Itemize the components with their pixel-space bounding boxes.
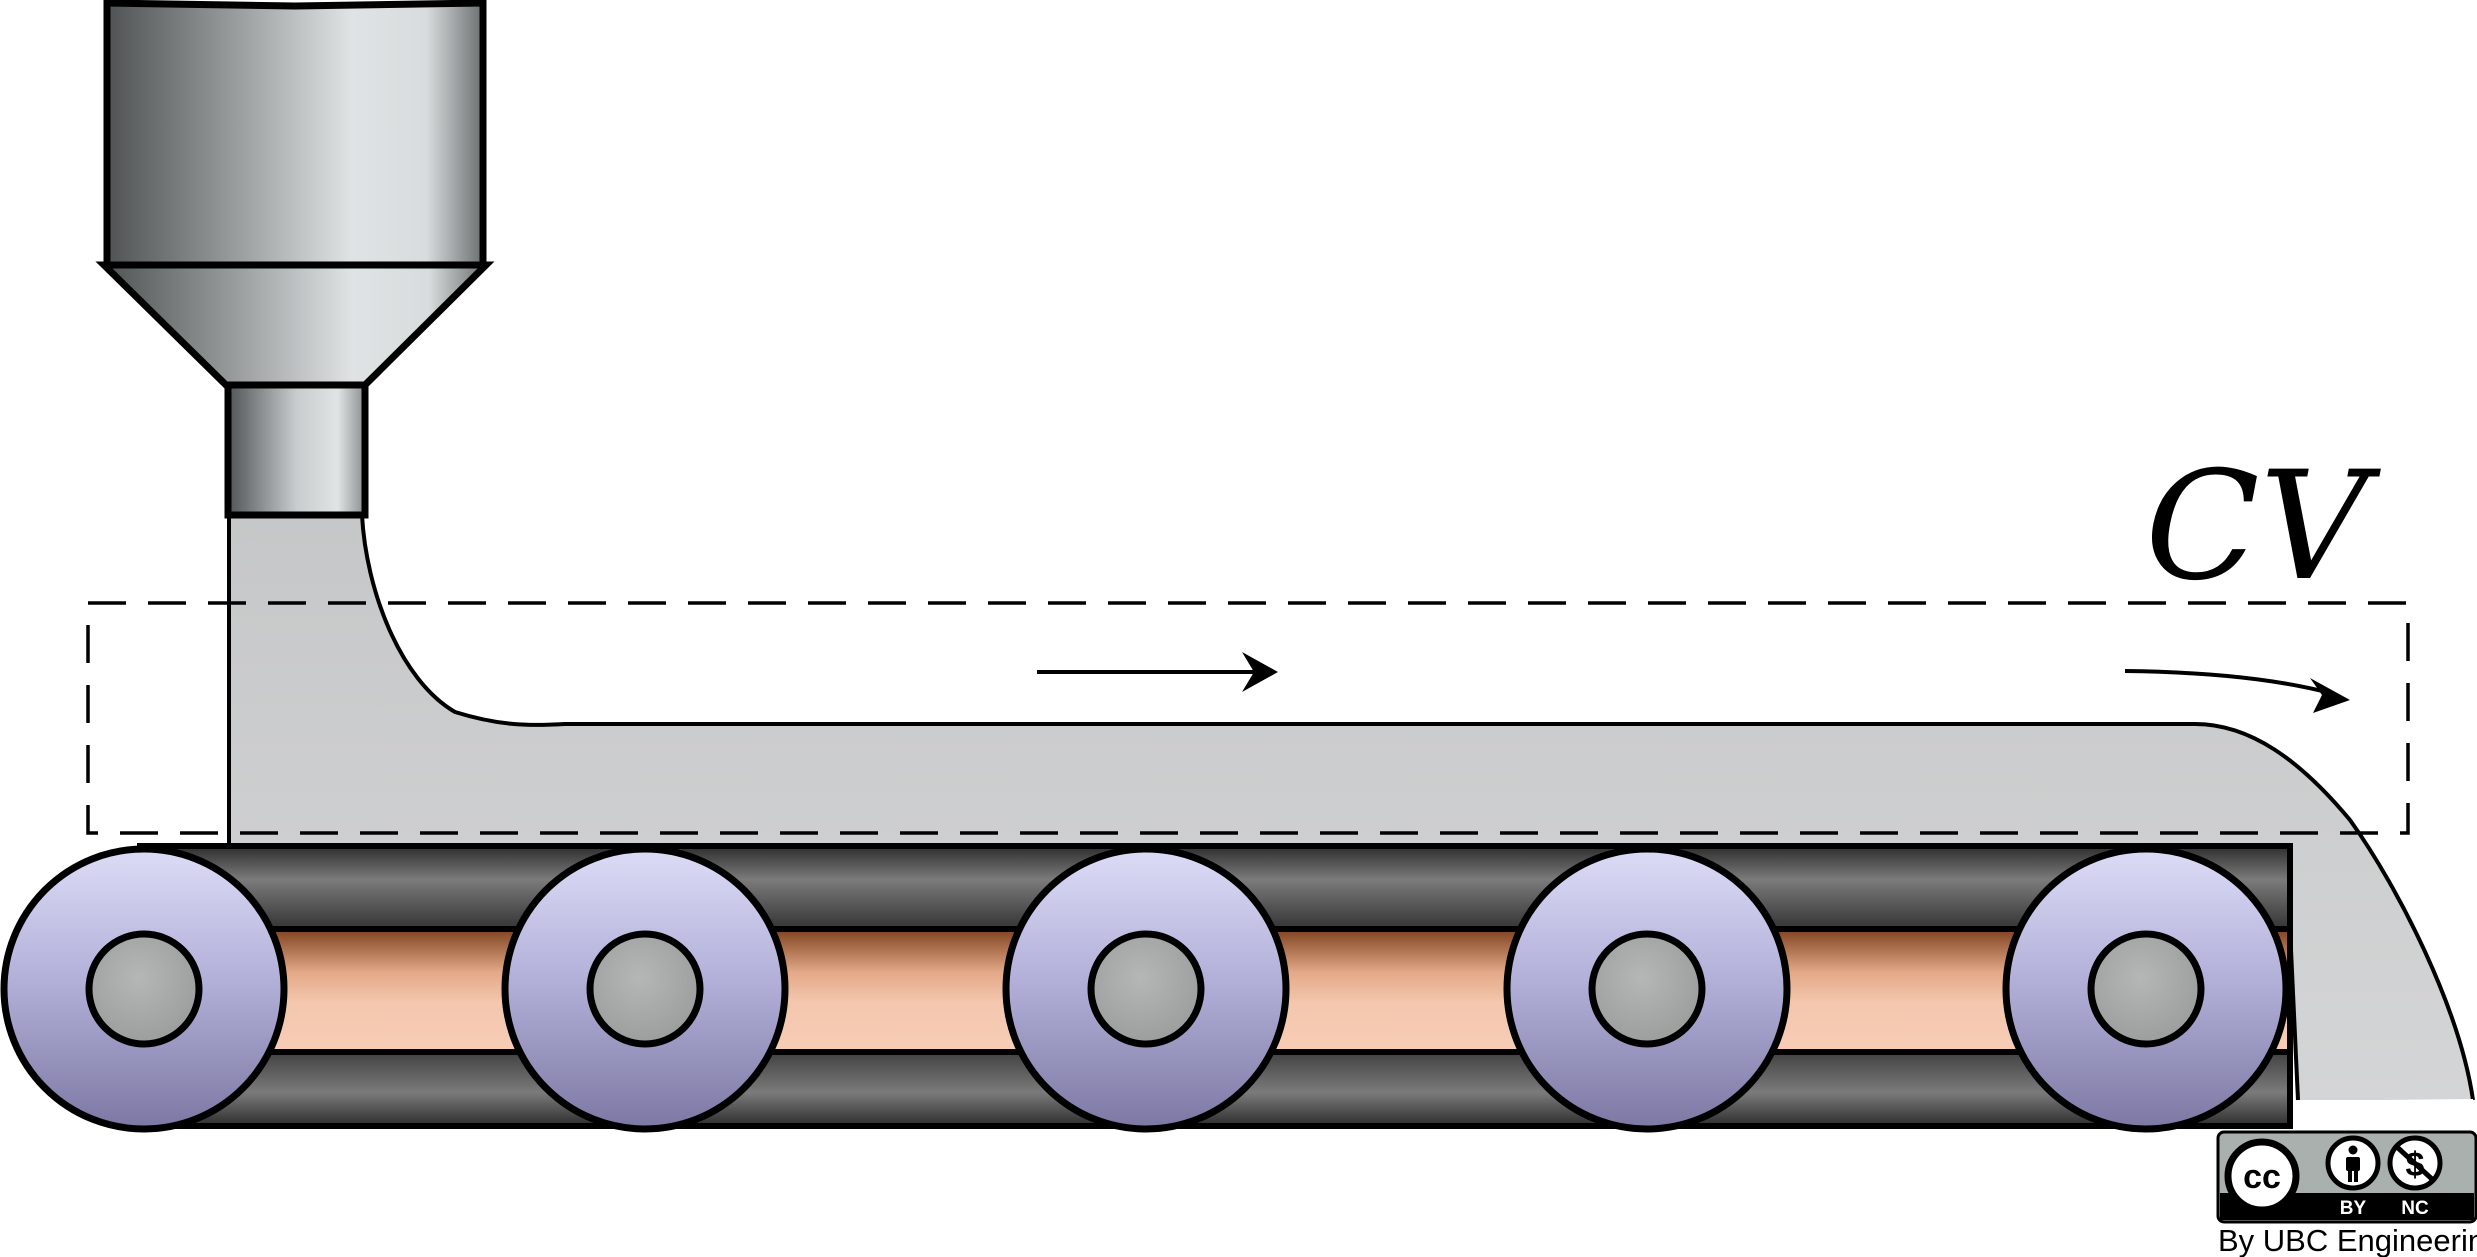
arrow-right-icon [1037, 652, 1278, 692]
roller-group [0, 845, 2290, 1133]
roller-hub [85, 930, 203, 1048]
hopper-body [103, 0, 487, 269]
roller-4 [1503, 845, 1791, 1133]
roller-1 [0, 845, 288, 1133]
hopper-neck [224, 381, 369, 519]
roller-2 [501, 845, 789, 1133]
license-nc-label: NC [2401, 1198, 2429, 1219]
roller-5 [2002, 845, 2290, 1133]
material-edge-bottom [2297, 1099, 2474, 1103]
roller-hub [1087, 930, 1205, 1048]
license-badge: cc $ BY NC By UBC Engineering [2216, 1130, 2477, 1257]
curved-arrow-right-icon [2124, 669, 2350, 713]
control-volume-boundary [86, 601, 2410, 835]
control-volume-label: CV [2145, 440, 2382, 614]
attribution-person-icon [2325, 1135, 2381, 1191]
license-by-label: BY [2340, 1198, 2367, 1219]
license-credit: By UBC Engineering [2218, 1223, 2477, 1257]
cc-icon [2224, 1138, 2300, 1214]
roller-hub [586, 930, 704, 1048]
noncommercial-dollar-icon: $ [2387, 1135, 2443, 1191]
roller-3 [1002, 845, 1290, 1133]
cc-icon-label: cc [2243, 1158, 2281, 1196]
hopper [95, 0, 495, 519]
material-stream [229, 515, 2473, 1100]
roller-hub [2087, 930, 2205, 1048]
roller-hub [1588, 930, 1706, 1048]
hopper-funnel [95, 261, 495, 389]
